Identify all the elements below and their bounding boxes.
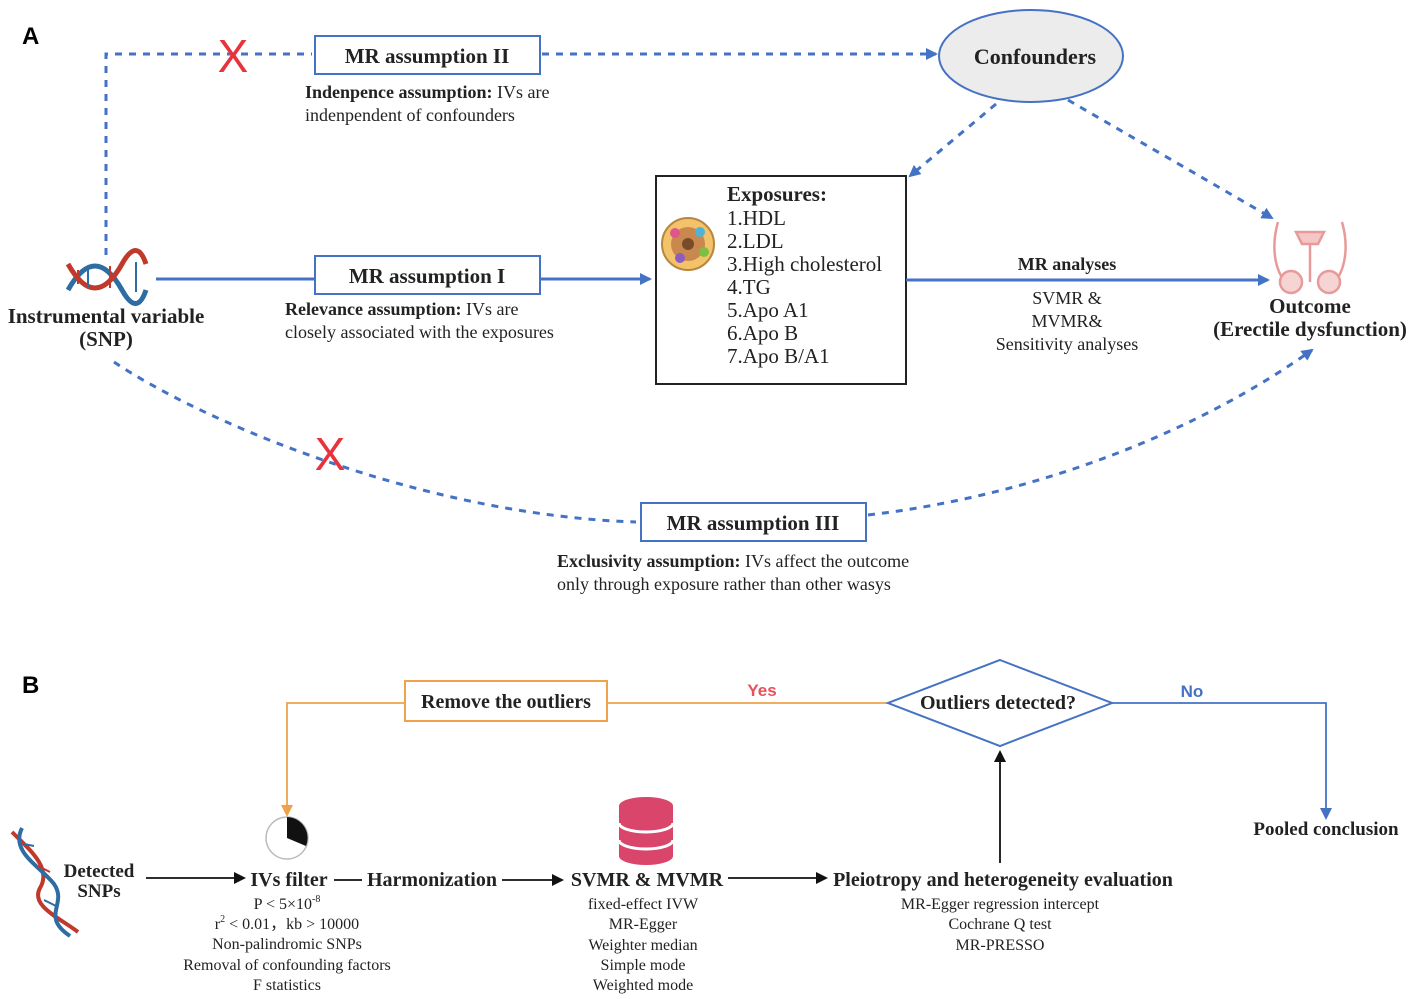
instrument-label-line2: (SNP): [79, 327, 133, 351]
mr-analyses-title: MR analyses: [1018, 254, 1117, 274]
pooled-conclusion-label: Pooled conclusion: [1253, 819, 1399, 840]
svmr-method-item: Weighter median: [588, 937, 697, 954]
dashed-path-snp-up: [104, 52, 312, 255]
ivs-filter-item: F statistics: [253, 977, 321, 994]
remove-outliers-label: Remove the outliers: [421, 691, 591, 713]
harmonization-label: Harmonization: [367, 869, 497, 891]
mr-assumption-1-label: MR assumption I: [349, 264, 505, 288]
pleiotropy-method-item: MR-PRESSO: [956, 937, 1045, 954]
assumption-1-description: Relevance assumption: IVs are: [285, 299, 518, 319]
svmr-mvmr-title: SVMR & MVMR: [571, 869, 724, 891]
no-label: No: [1181, 682, 1204, 701]
mr-assumption-2-box: [314, 35, 541, 75]
pleiotropy-title: Pleiotropy and heterogeneity evaluation: [833, 869, 1173, 891]
exposure-item: 1.HDL: [727, 206, 786, 230]
dashed-curve-snp-to-assumption-3: [113, 360, 637, 524]
exposure-item: 7.Apo B/A1: [727, 344, 830, 368]
ivs-filter-item: Removal of confounding factors: [183, 957, 391, 974]
pie-timer-icon: [265, 816, 309, 860]
mr-analyses-line3: Sensitivity analyses: [996, 334, 1139, 354]
detected-snps-label: Detected: [64, 861, 135, 882]
mr-analyses-line2: MVMR&: [1031, 311, 1102, 331]
svmr-method-item: Simple mode: [601, 957, 686, 974]
ivs-filter-item: Non-palindromic SNPs: [212, 936, 362, 953]
outcome-label-line2: (Erectile dysfunction): [1213, 317, 1407, 341]
cross-mark-bottom: X: [315, 428, 346, 480]
detected-snps-label-line2: SNPs: [77, 881, 120, 902]
exposure-item: 6.Apo B: [727, 321, 798, 345]
exposure-item: 5.Apo A1: [727, 298, 809, 322]
yes-label: Yes: [747, 681, 776, 700]
cross-mark-top: X: [218, 30, 249, 82]
dashed-arrow-confounders-to-outcome: [1067, 98, 1274, 220]
dashed-arrow-confounders-to-exposures: [908, 102, 997, 178]
exposure-item: 3.High cholesterol: [727, 252, 882, 276]
outliers-detected-diamond: [885, 658, 1115, 748]
blue-arrow-no-to-conclusion: [1112, 702, 1332, 820]
svmr-method-item: fixed-effect IVW: [588, 896, 699, 913]
ivs-filter-r2-threshold: r2 < 0.01，kb > 10000: [215, 914, 359, 933]
confounders-node: [938, 9, 1124, 103]
mr-assumption-3-label: MR assumption III: [667, 511, 840, 535]
svmr-method-item: MR-Egger: [609, 916, 678, 933]
assumption-2-description: Indenpence assumption: IVs are: [305, 82, 550, 102]
remove-outliers-box: [404, 680, 608, 722]
mr-assumption-3-box: [640, 502, 867, 542]
mr-assumption-2-label: MR assumption II: [345, 44, 510, 68]
svmr-method-item: Weighted mode: [593, 977, 693, 994]
outliers-detected-label: Outliers detected?: [920, 692, 1076, 714]
panel-b-label: B: [22, 672, 39, 699]
ivs-filter-title: IVs filter: [250, 869, 327, 891]
exposure-item: 2.LDL: [727, 229, 784, 253]
assumption-3-description: Exclusivity assumption: IVs affect the o…: [557, 551, 909, 571]
assumption-1-description-line2: closely associated with the exposures: [285, 322, 554, 342]
exposure-item: 4.TG: [727, 275, 771, 299]
outcome-label: Outcome: [1269, 294, 1351, 318]
lipoprotein-icon: [661, 217, 715, 271]
orange-arrow-to-ivs-filter: [281, 702, 405, 817]
instrument-label: Instrumental variable: [8, 304, 205, 328]
reproductive-organ-icon: [1273, 221, 1347, 295]
database-icon: [617, 797, 675, 865]
dna-icon: [10, 827, 80, 938]
dashed-curve-to-outcome: [867, 348, 1314, 517]
assumption-3-description-line2: only through exposure rather than other …: [557, 574, 891, 594]
pleiotropy-method-item: MR-Egger regression intercept: [901, 896, 1100, 913]
dna-icon: [65, 248, 149, 306]
exposures-title: Exposures:: [727, 182, 827, 206]
confounders-label: Confounders: [974, 44, 1097, 69]
panel-a-label: A: [22, 23, 39, 50]
mr-assumption-1-box: [314, 255, 541, 295]
assumption-2-description-line2: indenpendent of confounders: [305, 105, 515, 125]
pleiotropy-method-item: Cochrane Q test: [948, 916, 1052, 933]
mr-analyses-line1: SVMR &: [1032, 288, 1102, 308]
ivs-filter-p-threshold: P < 5×10-8: [254, 894, 321, 913]
